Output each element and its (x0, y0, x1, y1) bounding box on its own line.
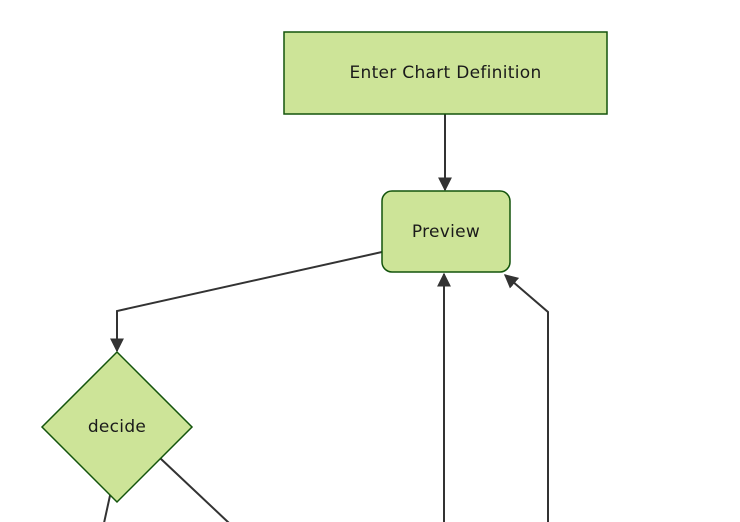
node-enter-chart-definition-shape (283, 31, 608, 115)
edge-preview-to-decide (110, 251, 383, 353)
edge-offscreen-bottomright-to-preview (503, 274, 549, 522)
node-decide-shape (40, 350, 194, 504)
edge-decide-to-offscreen-right (159, 457, 230, 522)
node-preview-shape (381, 190, 511, 273)
edge-decide-to-offscreen-left (103, 490, 112, 522)
